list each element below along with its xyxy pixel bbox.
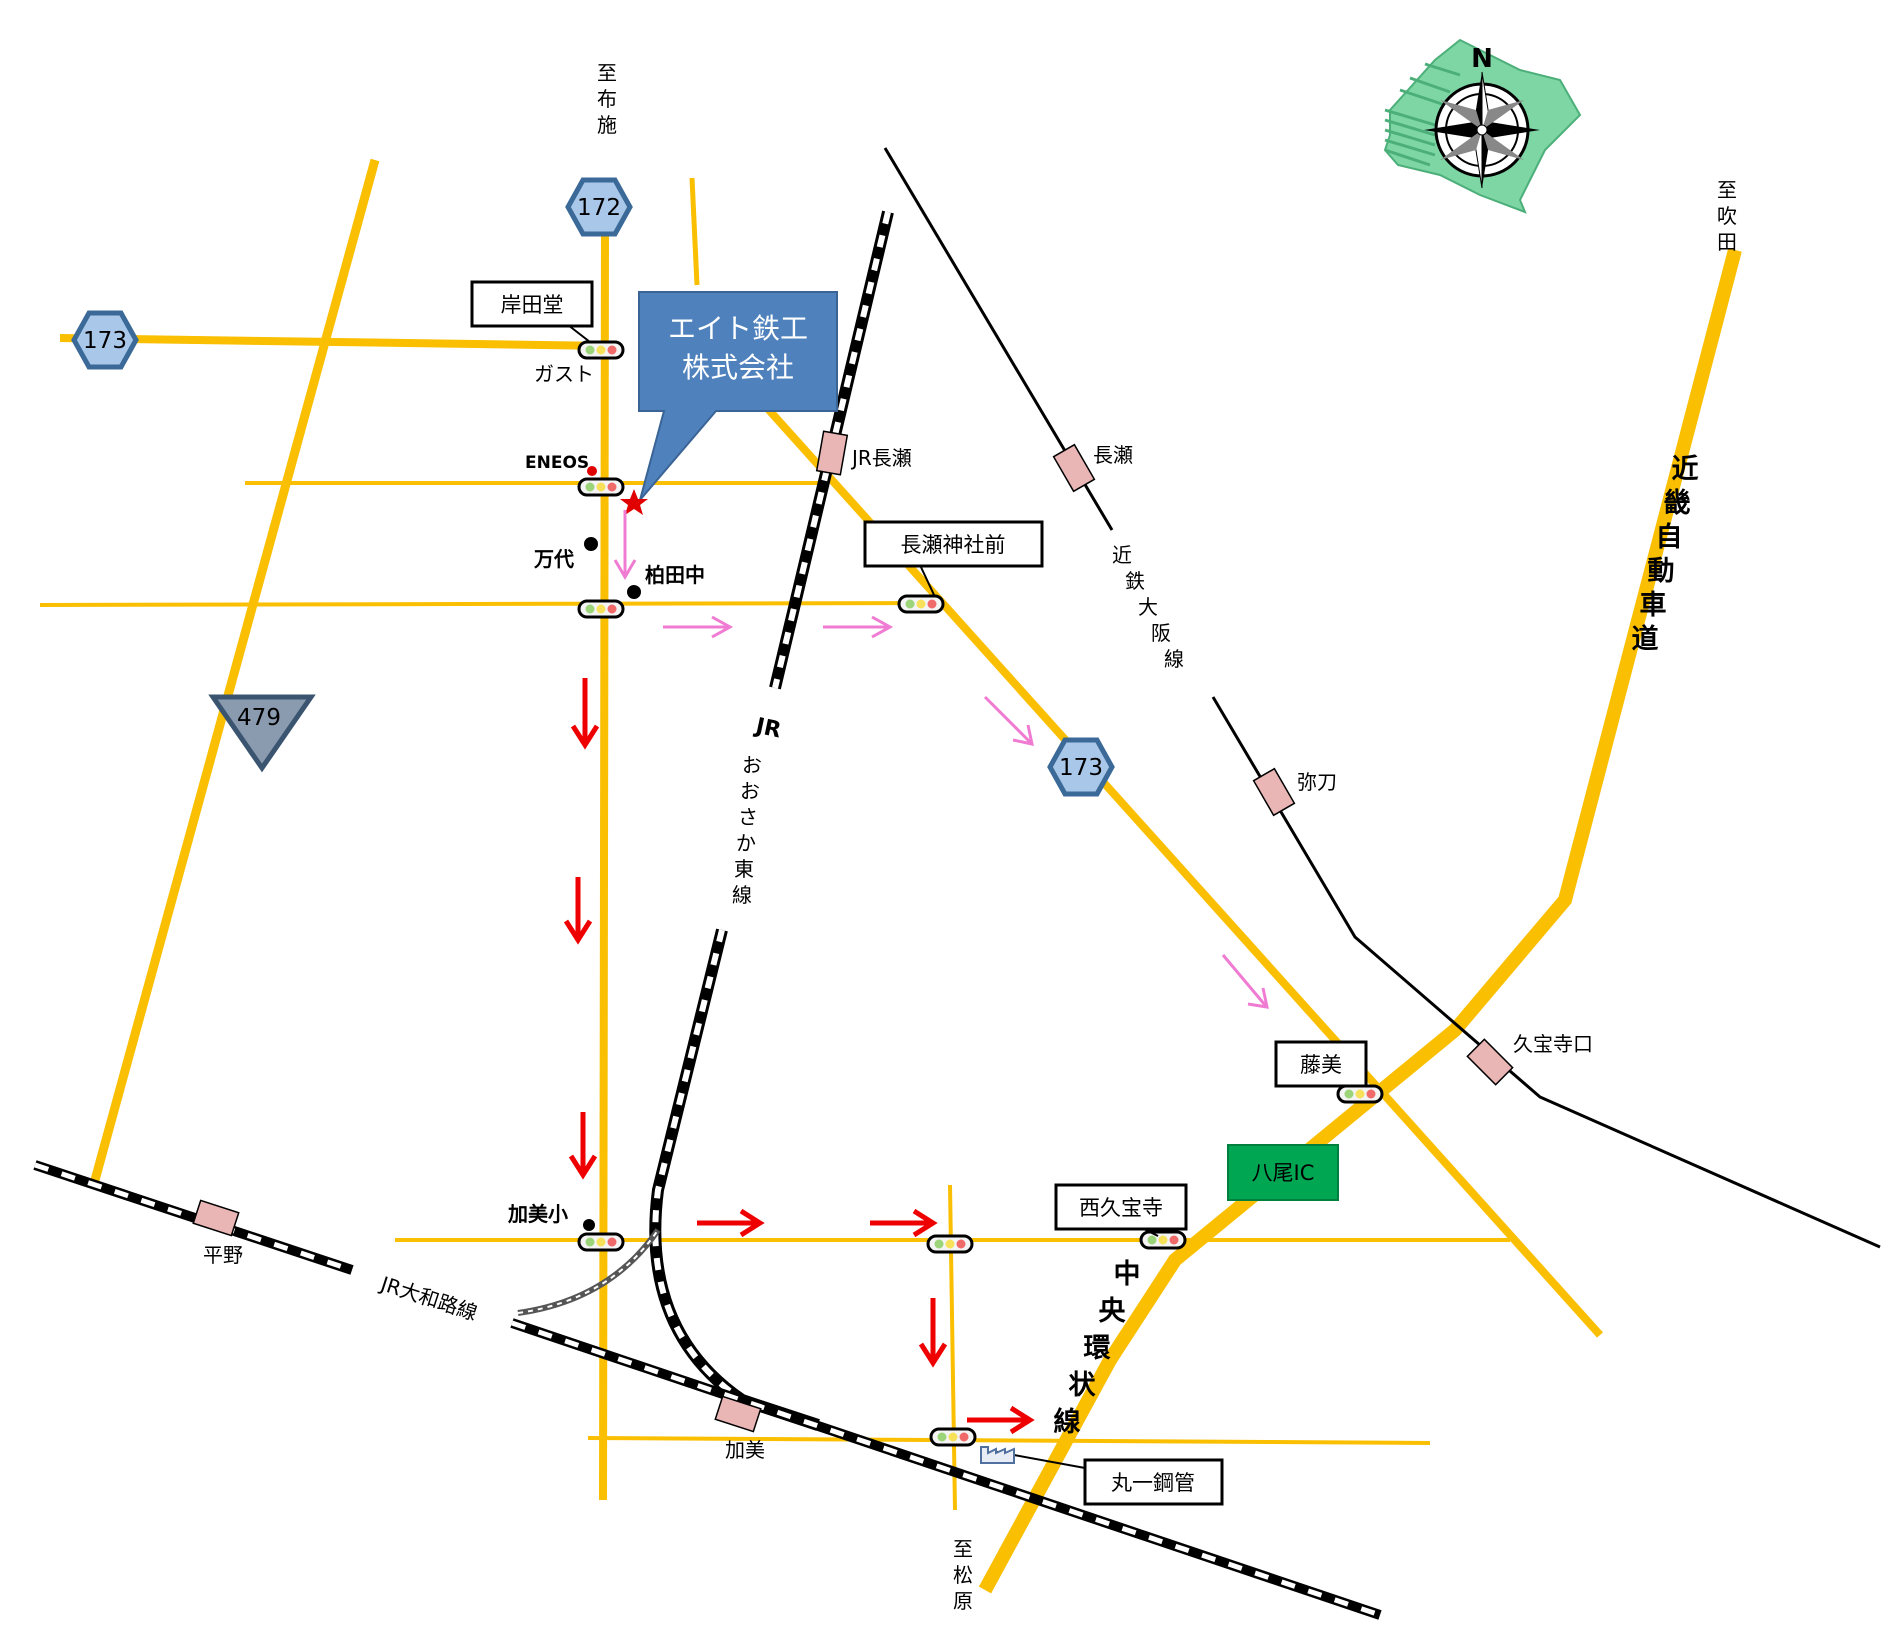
kintetsu-label: 近 鉄 大 阪 線 <box>1112 543 1184 671</box>
svg-text:道: 道 <box>1632 623 1659 655</box>
landmark-mandai: 万代 <box>533 547 574 571</box>
svg-text:原: 原 <box>953 1589 973 1613</box>
route-173-west-marker: 173 <box>71 310 139 370</box>
station-nagase: 長瀬 <box>1093 443 1133 467</box>
svg-text:布: 布 <box>597 87 617 111</box>
svg-text:172: 172 <box>577 195 621 221</box>
company-name-line2: 株式会社 <box>682 351 794 384</box>
svg-text:線: 線 <box>1164 647 1184 671</box>
traffic-signal-icon <box>926 1234 974 1254</box>
svg-text:長瀬神社前: 長瀬神社前 <box>901 533 1006 557</box>
svg-text:吹: 吹 <box>1717 204 1737 228</box>
landmark-eneos: ENEOS <box>525 453 589 473</box>
svg-text:さ: さ <box>738 805 758 829</box>
route-479-marker: 479 <box>208 694 316 773</box>
jr-osaka-higashi-label: JR お お さ か 東 線 <box>732 713 783 907</box>
traffic-signal-icon <box>1336 1084 1384 1104</box>
mandai-dot <box>584 537 598 551</box>
landmark-kashiwada: 柏田中 <box>645 563 705 587</box>
yao-ic-label: 八尾IC <box>1227 1144 1339 1201</box>
svg-text:動: 動 <box>1648 556 1675 587</box>
route-173-mid-marker: 173 <box>1047 737 1115 797</box>
eneos-dot <box>587 466 597 476</box>
svg-text:至: 至 <box>1717 178 1737 202</box>
svg-text:173: 173 <box>1059 755 1103 781</box>
svg-text:近: 近 <box>1112 543 1132 567</box>
svg-text:車: 車 <box>1640 590 1667 621</box>
svg-text:お: お <box>740 779 760 803</box>
route-arrows-pink <box>613 510 1269 1009</box>
kinki-expressway-label: 近 畿 自 動 車 道 <box>1632 454 1699 655</box>
route-172-marker: 172 <box>565 177 633 237</box>
svg-text:東: 東 <box>734 857 754 881</box>
svg-text:中: 中 <box>1114 1259 1141 1290</box>
station-markers <box>192 430 1514 1433</box>
chuo-loop-label: 中 央 環 状 線 <box>1054 1259 1141 1438</box>
svg-text:施: 施 <box>597 113 617 137</box>
svg-text:大: 大 <box>1138 595 1158 619</box>
svg-text:至: 至 <box>597 61 617 85</box>
svg-text:藤美: 藤美 <box>1300 1053 1342 1077</box>
svg-text:線: 線 <box>732 883 752 907</box>
route-arrows-red <box>563 678 1035 1435</box>
maruichi-label: 丸一鋼管 <box>991 1450 1224 1506</box>
landmark-kami-sho: 加美小 <box>507 1202 568 1226</box>
star-icon <box>620 489 648 515</box>
company-callout: エイト鉄工 株式会社 <box>638 291 838 501</box>
svg-text:環: 環 <box>1084 1333 1112 1364</box>
jr-yamatoji-label: JR大和路線 <box>376 1271 480 1325</box>
svg-text:丸一鋼管: 丸一鋼管 <box>1111 1471 1195 1495</box>
svg-text:岸田堂: 岸田堂 <box>501 293 564 317</box>
compass-rose-icon: N <box>1383 38 1582 214</box>
svg-text:西久宝寺: 西久宝寺 <box>1079 1196 1163 1220</box>
station-hirano: 平野 <box>203 1243 243 1267</box>
svg-text:近: 近 <box>1672 454 1699 485</box>
traffic-signal-icon <box>577 477 625 497</box>
svg-text:状: 状 <box>1069 1370 1097 1401</box>
svg-text:お: お <box>742 753 762 777</box>
traffic-signal-icon <box>1139 1230 1187 1250</box>
jr-yamatoji-line <box>33 1160 1382 1620</box>
kashiwada-dot <box>627 585 641 599</box>
nishi-kyuhoji-label: 西久宝寺 <box>1054 1183 1188 1237</box>
traffic-signal-icon <box>897 594 945 614</box>
station-kyuhojiguchi: 久宝寺口 <box>1513 1032 1593 1056</box>
svg-text:八尾IC: 八尾IC <box>1252 1161 1315 1185</box>
fujimi-label: 藤美 <box>1274 1040 1368 1088</box>
svg-text:至: 至 <box>953 1537 973 1561</box>
svg-text:線: 線 <box>1054 1406 1081 1438</box>
svg-text:479: 479 <box>237 705 281 731</box>
direction-northeast: 至 吹 田 <box>1717 178 1737 254</box>
svg-text:JR: JR <box>752 713 784 743</box>
station-mito: 弥刀 <box>1297 770 1337 794</box>
compass-north-letter: N <box>1471 44 1493 74</box>
traffic-signal-icon <box>577 599 625 619</box>
svg-text:畿: 畿 <box>1664 488 1691 519</box>
svg-text:173: 173 <box>83 328 127 354</box>
svg-text:央: 央 <box>1099 1296 1127 1327</box>
svg-text:か: か <box>736 831 756 855</box>
landmark-gusto: ガスト <box>534 362 594 386</box>
company-name-line1: エイト鉄工 <box>668 312 808 345</box>
svg-text:阪: 阪 <box>1151 621 1171 645</box>
direction-south: 至 松 原 <box>953 1537 973 1613</box>
traffic-signal-icon <box>577 1232 625 1252</box>
roads <box>39 158 1742 1594</box>
kishidado-label: 岸田堂 <box>470 280 594 343</box>
svg-text:鉄: 鉄 <box>1125 569 1145 593</box>
traffic-signal-icon <box>577 340 625 360</box>
traffic-signal-icon <box>929 1427 977 1447</box>
svg-text:松: 松 <box>953 1563 973 1587</box>
direction-north: 至 布 施 <box>597 61 617 137</box>
station-jr-nagase: JR長瀬 <box>850 446 912 470</box>
svg-text:田: 田 <box>1717 230 1737 254</box>
kami-sho-dot <box>583 1219 595 1231</box>
station-kami: 加美 <box>725 1438 765 1462</box>
factory-icon <box>980 1446 1015 1464</box>
svg-text:自: 自 <box>1656 521 1683 553</box>
nagase-jinja-label: 長瀬神社前 <box>863 520 1044 598</box>
